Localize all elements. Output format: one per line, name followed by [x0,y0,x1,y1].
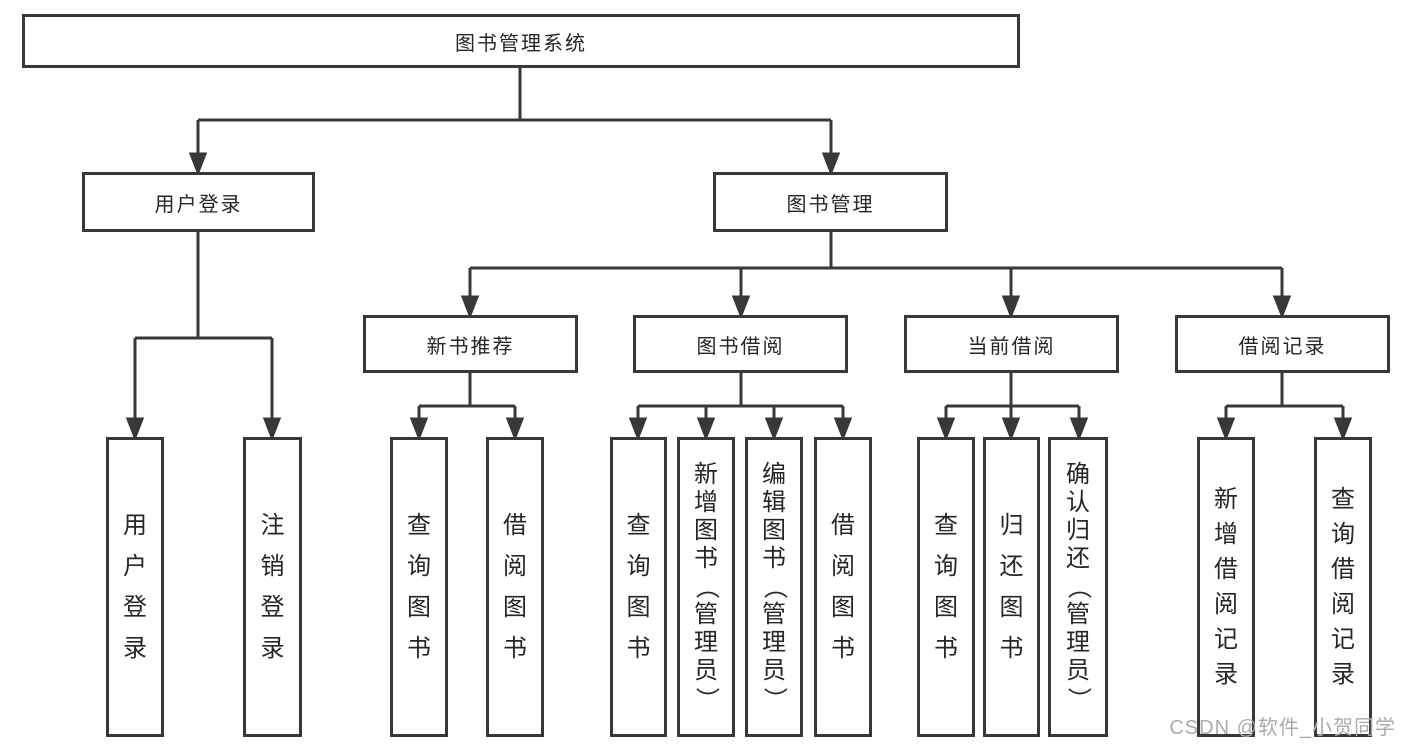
leaf-borrow-books-1: 借阅图书 [486,437,544,737]
node-label: 当前借阅 [967,335,1056,358]
leaf-borrow-books-2: 借阅图书 [814,437,872,737]
node-label: 图书管理系统 [455,32,587,55]
node-label: 查询图书 [626,511,651,662]
node-label: 新增图书（管理员） [693,461,720,712]
node-book-borrow: 图书借阅 [633,315,848,373]
node-label: 查询图书 [407,511,431,662]
leaf-query-books-1: 查询图书 [390,437,448,737]
node-label: 借阅记录 [1238,335,1327,358]
node-label: 注销登录 [260,511,285,662]
node-label: 用户登录 [154,193,243,216]
node-book-management: 图书管理 [713,172,948,232]
leaf-query-books-2: 查询图书 [610,437,667,737]
connector-root [188,68,841,177]
node-label: 编辑图书（管理员） [761,461,788,712]
leaf-user-login: 用户登录 [106,437,164,737]
node-label: 用户登录 [123,511,147,662]
node-root-library-system: 图书管理系统 [22,14,1020,68]
connector-book-management [460,232,1292,320]
leaf-query-borrow-record: 查询借阅记录 [1314,437,1372,737]
node-label: 图书借阅 [696,335,785,358]
node-label: 新书推荐 [426,335,515,358]
node-borrow-records: 借阅记录 [1175,315,1390,373]
connector-new-book-recommend [409,373,525,442]
node-label: 新增借阅记录 [1214,485,1238,688]
connector-user-login [125,232,282,442]
watermark-text: CSDN @软件_小贺同学 [1169,717,1396,739]
node-label: 查询借阅记录 [1331,485,1355,688]
node-label: 图书管理 [786,193,875,216]
connector-borrow-records [1216,373,1353,442]
leaf-confirm-return-admin: 确认归还（管理员） [1048,437,1108,737]
leaf-add-borrow-record: 新增借阅记录 [1197,437,1255,737]
node-label: 归还图书 [999,511,1024,662]
leaf-logout: 注销登录 [243,437,302,737]
node-label: 确认归还（管理员） [1065,461,1092,712]
node-user-login: 用户登录 [82,172,315,232]
leaf-query-books-3: 查询图书 [917,437,975,737]
connector-book-borrow [628,373,853,442]
leaf-return-books: 归还图书 [983,437,1040,737]
node-label: 借阅图书 [503,511,527,662]
node-new-book-recommend: 新书推荐 [363,315,578,373]
connector-current-borrow [936,373,1089,442]
node-current-borrow: 当前借阅 [904,315,1119,373]
leaf-edit-books-admin: 编辑图书（管理员） [745,437,803,737]
node-label: 查询图书 [934,511,958,662]
leaf-add-books-admin: 新增图书（管理员） [677,437,735,737]
node-label: 借阅图书 [831,511,855,662]
